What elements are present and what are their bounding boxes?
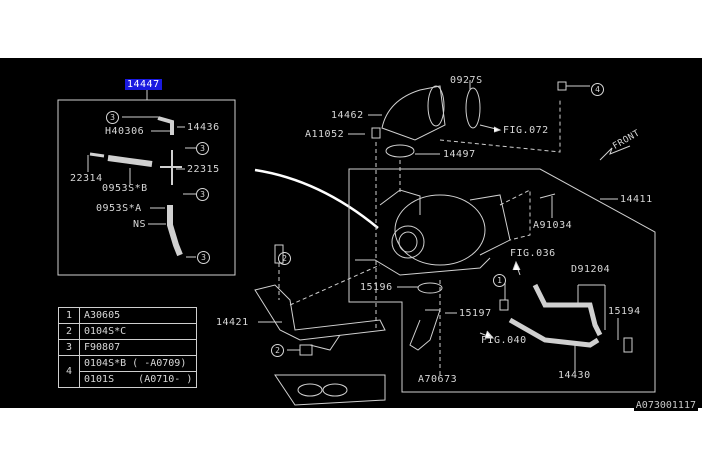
label-0927s: 0927S: [450, 75, 483, 86]
turbocharger: [394, 194, 486, 266]
clamp-0927s: [465, 87, 481, 129]
legend-part: 0104S*B ( -A0709): [78, 355, 198, 372]
assembly-boundary-14411: [348, 168, 656, 393]
label-a91034: A91034: [533, 220, 573, 231]
label-fig036[interactable]: FIG.036: [510, 248, 556, 259]
callout-4: 4: [591, 83, 604, 96]
gasket-14497: [385, 144, 415, 158]
callout-2: 2: [278, 252, 291, 265]
label-14421: 14421: [216, 317, 249, 328]
callout-2: 2: [271, 344, 284, 357]
callout-1: 1: [493, 274, 506, 287]
label-22315: 22315: [187, 164, 220, 175]
label-h40306: H40306: [105, 126, 145, 137]
label-fig072[interactable]: FIG.072: [503, 125, 549, 136]
label-14497: 14497: [443, 149, 476, 160]
label-22314: 22314: [70, 173, 103, 184]
label-ns: NS: [133, 219, 147, 230]
bracket-14421: [254, 284, 386, 341]
pipe-15197: [409, 309, 441, 351]
bolt-15194: [623, 337, 633, 353]
label-d91204: D91204: [571, 264, 611, 275]
legend-part: A30605: [78, 307, 198, 324]
label-15197: 15197: [459, 308, 492, 319]
label-0953sb: 0953S*B: [102, 183, 148, 194]
callout-3: 3: [197, 251, 210, 264]
label-14430: 14430: [558, 370, 591, 381]
callout-3: 3: [196, 188, 209, 201]
figure-id: A073001117: [633, 400, 698, 411]
elbow-14462: [381, 85, 446, 141]
label-a11052: A11052: [305, 129, 345, 140]
hose-0953sb: [107, 155, 153, 167]
assembly-part-number[interactable]: 14447: [125, 79, 162, 90]
label-fig040[interactable]: FIG.040: [481, 335, 527, 346]
legend-part: 0101S (A0710- ): [78, 371, 198, 388]
label-a70673: A70673: [418, 374, 458, 385]
label-15196: 15196: [360, 282, 393, 293]
label-0953sa: 0953S*A: [96, 203, 142, 214]
oil-pipe-14430: [508, 317, 600, 348]
hose-0953sa: [167, 205, 183, 257]
flange-gasket: [274, 374, 386, 406]
label-14436: 14436: [187, 122, 220, 133]
gasket-15196: [417, 282, 443, 294]
front-arrow-icon: [599, 145, 631, 161]
label-14411: 14411: [620, 194, 653, 205]
legend-part: F90807: [78, 339, 198, 356]
label-14462: 14462: [331, 110, 364, 121]
callout-3: 3: [196, 142, 209, 155]
legend-part: 0104S*C: [78, 323, 198, 340]
hose-14436: [157, 116, 174, 135]
label-15194: 15194: [608, 306, 641, 317]
oil-pipe-d91204: [532, 283, 603, 337]
callout-3: 3: [106, 111, 119, 124]
